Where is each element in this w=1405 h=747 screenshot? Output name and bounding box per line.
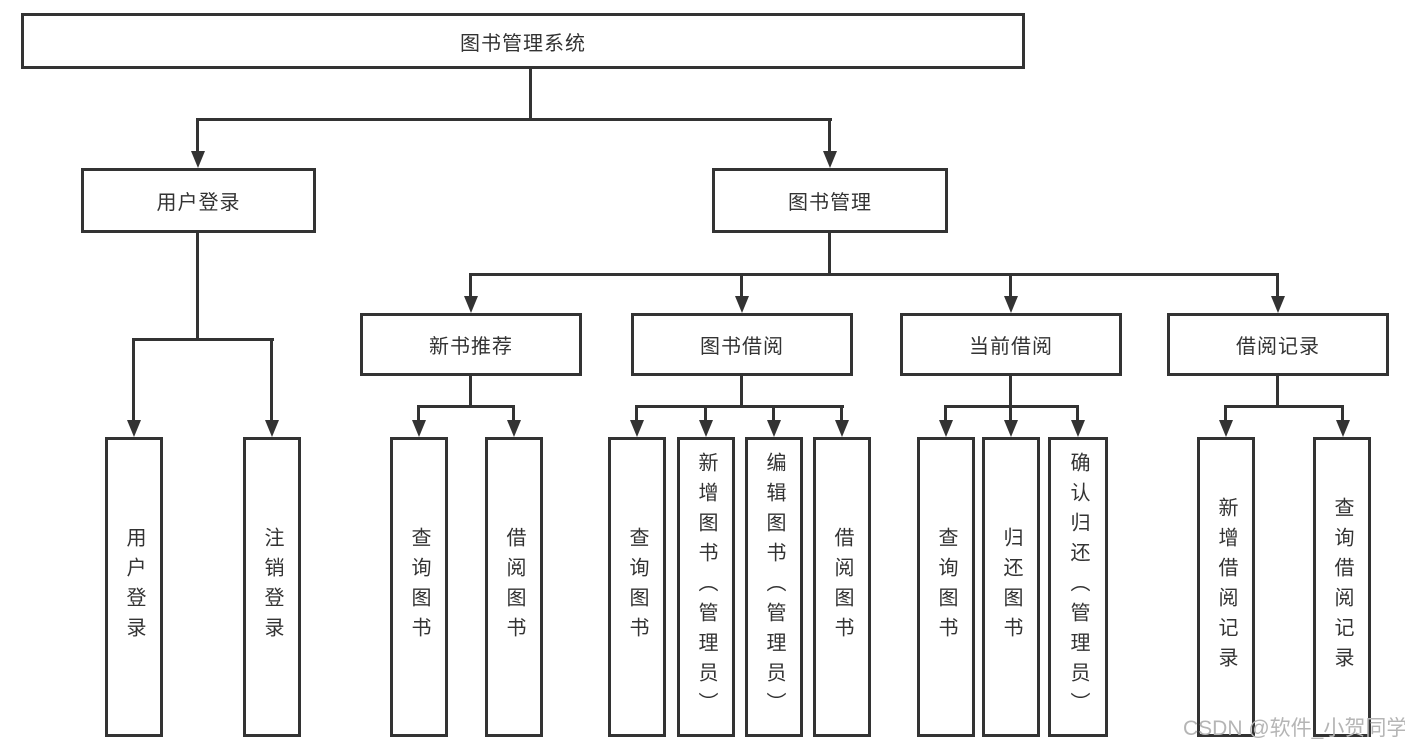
arrow-head-borrow-record xyxy=(1271,296,1285,313)
arrow-head-leaf xyxy=(1004,420,1018,437)
leaf-return-book-label: 归还图书 xyxy=(1000,527,1022,647)
arrow-head-leaf xyxy=(1071,420,1085,437)
connector-user-login-down xyxy=(196,233,199,338)
connector-root-stem xyxy=(529,69,532,121)
connector-group-bus xyxy=(1224,405,1344,408)
leaf-return-book: 归还图书 xyxy=(982,437,1040,737)
node-new-book-recommend: 新书推荐 xyxy=(360,313,582,376)
arrow-head-leaf xyxy=(412,420,426,437)
leaf-query-book-recommend: 查询图书 xyxy=(390,437,448,737)
arrow-head-leaf xyxy=(767,420,781,437)
connector-book-mgmt-stem xyxy=(828,118,831,155)
node-new-book-recommend-label: 新书推荐 xyxy=(429,336,513,358)
leaf-user-login: 用户登录 xyxy=(105,437,163,737)
leaf-logout-label: 注销登录 xyxy=(261,527,283,647)
leaf-query-book-borrow: 查询图书 xyxy=(608,437,666,737)
connector-leaf-stem xyxy=(1341,405,1344,424)
leaf-user-login-label: 用户登录 xyxy=(123,527,145,647)
connector-group-stem xyxy=(1276,376,1279,407)
arrow-head-current-borrow xyxy=(1004,296,1018,313)
connector-level3-bus xyxy=(469,273,1279,276)
connector-group-bus xyxy=(417,405,515,408)
connector-leaf-stem xyxy=(635,405,638,424)
connector-leaf-stem xyxy=(1076,405,1079,424)
connector-leaf-stem xyxy=(840,405,843,424)
leaf-borrow-book-recommend: 借阅图书 xyxy=(485,437,543,737)
arrow-head-leaf xyxy=(939,420,953,437)
node-book-borrow: 图书借阅 xyxy=(631,313,853,376)
connector-level3-stem xyxy=(1009,273,1012,300)
leaf-add-borrow-record-label: 新增借阅记录 xyxy=(1215,497,1237,677)
arrow-head-book-mgmt xyxy=(823,151,837,168)
arrow-head-leaf xyxy=(1336,420,1350,437)
connector-user-login-bus xyxy=(132,338,274,341)
arrow-head-book-borrow xyxy=(735,296,749,313)
arrow-head-new-book xyxy=(464,296,478,313)
arrow-head-leaf xyxy=(507,420,521,437)
leaf-query-borrow-record: 查询借阅记录 xyxy=(1313,437,1371,737)
connector-book-mgmt-down xyxy=(828,233,831,276)
leaf-logout: 注销登录 xyxy=(243,437,301,737)
connector-level3-stem xyxy=(740,273,743,300)
node-book-borrow-label: 图书借阅 xyxy=(700,336,784,358)
leaf-query-book-current-label: 查询图书 xyxy=(935,527,957,647)
connector-group-bus xyxy=(635,405,844,408)
connector-leaf-stem xyxy=(270,338,273,424)
arrow-head-leaf xyxy=(699,420,713,437)
node-root-system: 图书管理系统 xyxy=(21,13,1025,69)
connector-group-stem xyxy=(469,376,472,407)
leaf-query-book-borrow-label: 查询图书 xyxy=(626,527,648,647)
node-book-management: 图书管理 xyxy=(712,168,948,233)
connector-leaf-stem xyxy=(1224,405,1227,424)
connector-leaf-stem xyxy=(704,405,707,424)
arrow-head-leaf xyxy=(127,420,141,437)
node-user-login: 用户登录 xyxy=(81,168,316,233)
leaf-confirm-return-admin-label: 确认归还（管理员） xyxy=(1067,452,1089,722)
node-borrow-record: 借阅记录 xyxy=(1167,313,1389,376)
connector-user-login-stem xyxy=(196,118,199,155)
arrow-head-leaf xyxy=(630,420,644,437)
connector-level3-stem xyxy=(1276,273,1279,300)
node-user-login-label: 用户登录 xyxy=(156,192,241,214)
connector-leaf-stem xyxy=(132,338,135,424)
arrow-head-user-login xyxy=(191,151,205,168)
leaf-query-book-current: 查询图书 xyxy=(917,437,975,737)
connector-leaf-stem xyxy=(772,405,775,424)
arrow-head-leaf xyxy=(265,420,279,437)
node-root-system-label: 图书管理系统 xyxy=(460,32,586,55)
node-book-management-label: 图书管理 xyxy=(788,192,872,214)
node-borrow-record-label: 借阅记录 xyxy=(1236,336,1320,358)
leaf-confirm-return-admin: 确认归还（管理员） xyxy=(1048,437,1108,737)
connector-leaf-stem xyxy=(417,405,420,424)
leaf-add-book-admin-label: 新增图书（管理员） xyxy=(695,452,717,722)
node-current-borrow-label: 当前借阅 xyxy=(969,336,1053,358)
connector-group-stem xyxy=(1009,376,1012,407)
leaf-query-book-recommend-label: 查询图书 xyxy=(408,527,430,647)
connector-level2-bus xyxy=(196,118,832,121)
leaf-borrow-book-recommend-label: 借阅图书 xyxy=(503,527,525,647)
leaf-edit-book-admin-label: 编辑图书（管理员） xyxy=(763,452,785,722)
connector-leaf-stem xyxy=(512,405,515,424)
connector-level3-stem xyxy=(469,273,472,300)
csdn-watermark: CSDN @软件_小贺同学 xyxy=(1183,717,1405,740)
node-current-borrow: 当前借阅 xyxy=(900,313,1122,376)
leaf-add-book-admin: 新增图书（管理员） xyxy=(677,437,735,737)
leaf-edit-book-admin: 编辑图书（管理员） xyxy=(745,437,803,737)
leaf-add-borrow-record: 新增借阅记录 xyxy=(1197,437,1255,737)
connector-leaf-stem xyxy=(1009,405,1012,424)
leaf-query-borrow-record-label: 查询借阅记录 xyxy=(1331,497,1353,677)
arrow-head-leaf xyxy=(1219,420,1233,437)
leaf-borrow-book-label: 借阅图书 xyxy=(831,527,853,647)
connector-group-stem xyxy=(740,376,743,407)
arrow-head-leaf xyxy=(835,420,849,437)
connector-leaf-stem xyxy=(944,405,947,424)
leaf-borrow-book: 借阅图书 xyxy=(813,437,871,737)
